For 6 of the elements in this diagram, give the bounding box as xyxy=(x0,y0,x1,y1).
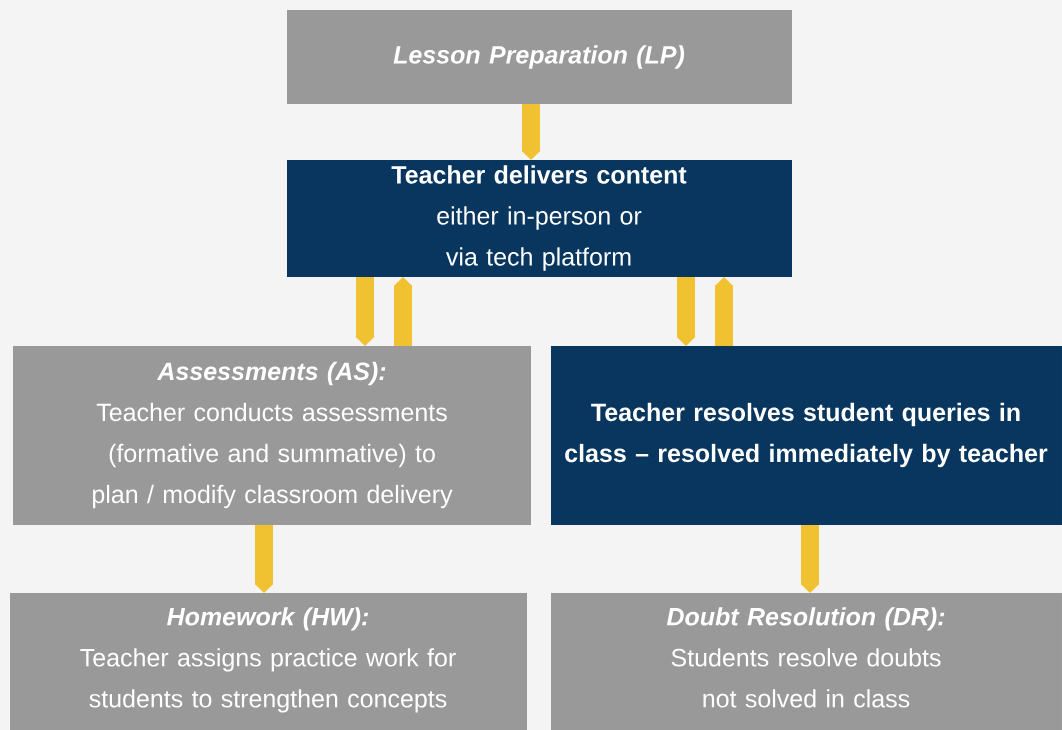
title-box: Lesson Preparation (LP) xyxy=(287,10,792,104)
process-box: Teacher delivers content either in-person or via tech platform xyxy=(287,160,792,277)
process-box: Homework (HW): Teacher assigns practice work for students to strengthen concepts xyxy=(10,593,527,730)
process-box: Assessments (AS): Teacher conducts assessments (formative and summative) to plan / modify classroom delivery xyxy=(13,346,531,525)
process-box: Teacher resolves student queries in class – resolved immediately by teacher xyxy=(551,346,1062,525)
process-box: Doubt Resolution (DR): Students resolve doubts not solved in class xyxy=(551,593,1062,730)
